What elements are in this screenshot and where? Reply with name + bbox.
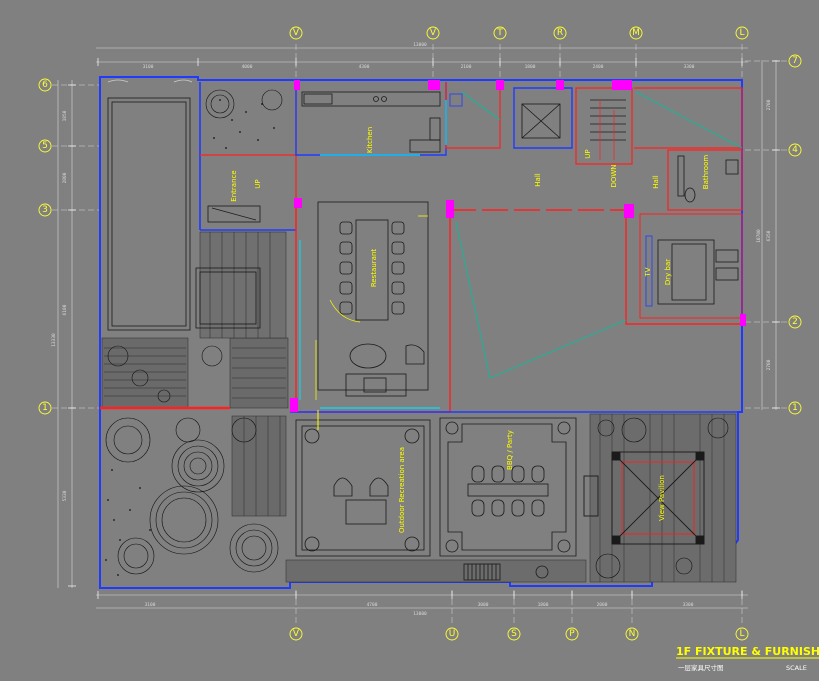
kitchen-fixtures <box>301 91 463 153</box>
staircase <box>590 99 626 160</box>
dim-left-1: 1850 <box>62 110 68 121</box>
dim-right-1: 2700 <box>766 99 772 110</box>
dim-right-total: 10700 <box>756 229 762 243</box>
room-labels: Kitchen Restaurant Hall Hall Bathroom Dr… <box>230 127 710 533</box>
dim-top-6: 2400 <box>593 64 604 70</box>
axis-top-0: V <box>293 28 300 38</box>
dim-bottom-1: 3100 <box>145 602 156 608</box>
bathroom-fixtures <box>677 155 739 203</box>
axis-top-2: T <box>496 28 503 38</box>
axis-bottom-4: N <box>629 629 636 639</box>
restaurant-furniture <box>317 201 429 397</box>
drawing-subtitle: 一层家具尺寸图 <box>678 663 724 672</box>
dim-top-2: 4000 <box>242 64 253 70</box>
axis-left-2: 3 <box>42 205 48 215</box>
elevator <box>521 103 561 139</box>
dining-chairs <box>339 221 405 315</box>
dim-top-3: 4300 <box>359 64 370 70</box>
bbq-chairs <box>471 465 545 517</box>
dim-top-4: 2100 <box>461 64 472 70</box>
room-bathroom-label: Bathroom <box>702 155 710 190</box>
axis-bottom-2: S <box>511 629 517 639</box>
room-hall-right-label: Hall <box>652 175 660 188</box>
dim-bottom-3: 3000 <box>478 602 489 608</box>
outdoor-recreation-area <box>295 419 431 557</box>
dim-bottom-6: 3300 <box>683 602 694 608</box>
stair-up-label: UP <box>584 149 592 158</box>
axis-left-0: 6 <box>42 80 48 90</box>
entrance-fixtures <box>207 205 261 223</box>
axis-bottom-5: L <box>739 629 744 639</box>
ground-texture <box>101 231 737 583</box>
axis-labels: V V T R M L V U S P N L 6 5 3 1 7 4 2 1 <box>42 28 798 639</box>
restaurant-dim-marks <box>315 215 428 400</box>
dim-bottom-2: 4700 <box>367 602 378 608</box>
gravel-texture <box>105 99 275 576</box>
dimension-ticks <box>68 58 780 599</box>
axis-bottom-3: P <box>569 629 575 639</box>
dim-right-2: 6350 <box>766 230 772 241</box>
bbq-party-area <box>439 417 577 581</box>
dry-bar-fixtures <box>645 235 739 307</box>
drawing-scale: SCALE <box>786 664 807 672</box>
room-view-pavilion-label: View Pavilion <box>658 475 666 521</box>
dim-right-3: 2700 <box>766 359 772 370</box>
stair-down-label: DOWN <box>610 164 618 187</box>
room-bbq-label: BBQ / Party <box>506 430 514 470</box>
axis-bubbles <box>38 26 802 641</box>
axis-top-4: M <box>632 28 640 38</box>
landscape-garden <box>105 89 729 579</box>
room-hall-label: Hall <box>534 173 542 186</box>
room-tv-label: TV <box>644 267 652 277</box>
axis-bottom-0: V <box>293 629 300 639</box>
dim-bottom-5: 2000 <box>597 602 608 608</box>
dim-left-total: 13330 <box>51 333 57 347</box>
axis-right-0: 7 <box>792 56 798 66</box>
room-outdoor-recreation-label: Outdoor Recreation area <box>398 447 406 533</box>
dim-top-5: 1800 <box>525 64 536 70</box>
dim-top-7: 3300 <box>684 64 695 70</box>
axis-left-3: 1 <box>42 403 48 413</box>
dim-left-3: 6100 <box>62 304 68 315</box>
axis-left-1: 5 <box>42 141 48 151</box>
stair-up-left-label: UP <box>254 179 262 188</box>
view-pavilion <box>583 451 705 545</box>
dim-top-total: 13000 <box>413 42 427 48</box>
dim-left-4: 5330 <box>62 490 68 501</box>
axis-top-3: R <box>557 28 563 38</box>
interior-walls <box>100 80 746 413</box>
axis-right-3: 1 <box>792 403 798 413</box>
room-dry-bar-label: Dry bar <box>664 259 672 285</box>
axis-top-1: V <box>430 28 437 38</box>
axis-bottom-1: U <box>449 629 456 639</box>
swimming-pool <box>107 79 261 331</box>
axis-right-2: 2 <box>792 317 798 327</box>
dim-top-1: 3100 <box>143 64 154 70</box>
drawing-title: 1F FIXTURE & FURNISHING P <box>676 645 819 658</box>
title-block: 1F FIXTURE & FURNISHING P 一层家具尺寸图 SCALE <box>676 645 819 672</box>
axis-top-5: L <box>739 28 744 38</box>
room-kitchen-label: Kitchen <box>366 127 374 153</box>
dimension-texts: 13000 3100 4000 4300 2100 1800 2400 3300… <box>51 42 772 617</box>
room-entrance-label: Entrance <box>230 170 238 201</box>
hall-outline <box>455 91 743 379</box>
room-restaurant-label: Restaurant <box>370 249 378 288</box>
dim-bottom-4: 1800 <box>538 602 549 608</box>
axis-right-1: 4 <box>792 145 798 155</box>
dimension-lines <box>57 47 777 609</box>
dim-bottom-total: 13000 <box>413 611 427 617</box>
dim-left-2: 2800 <box>62 172 68 183</box>
